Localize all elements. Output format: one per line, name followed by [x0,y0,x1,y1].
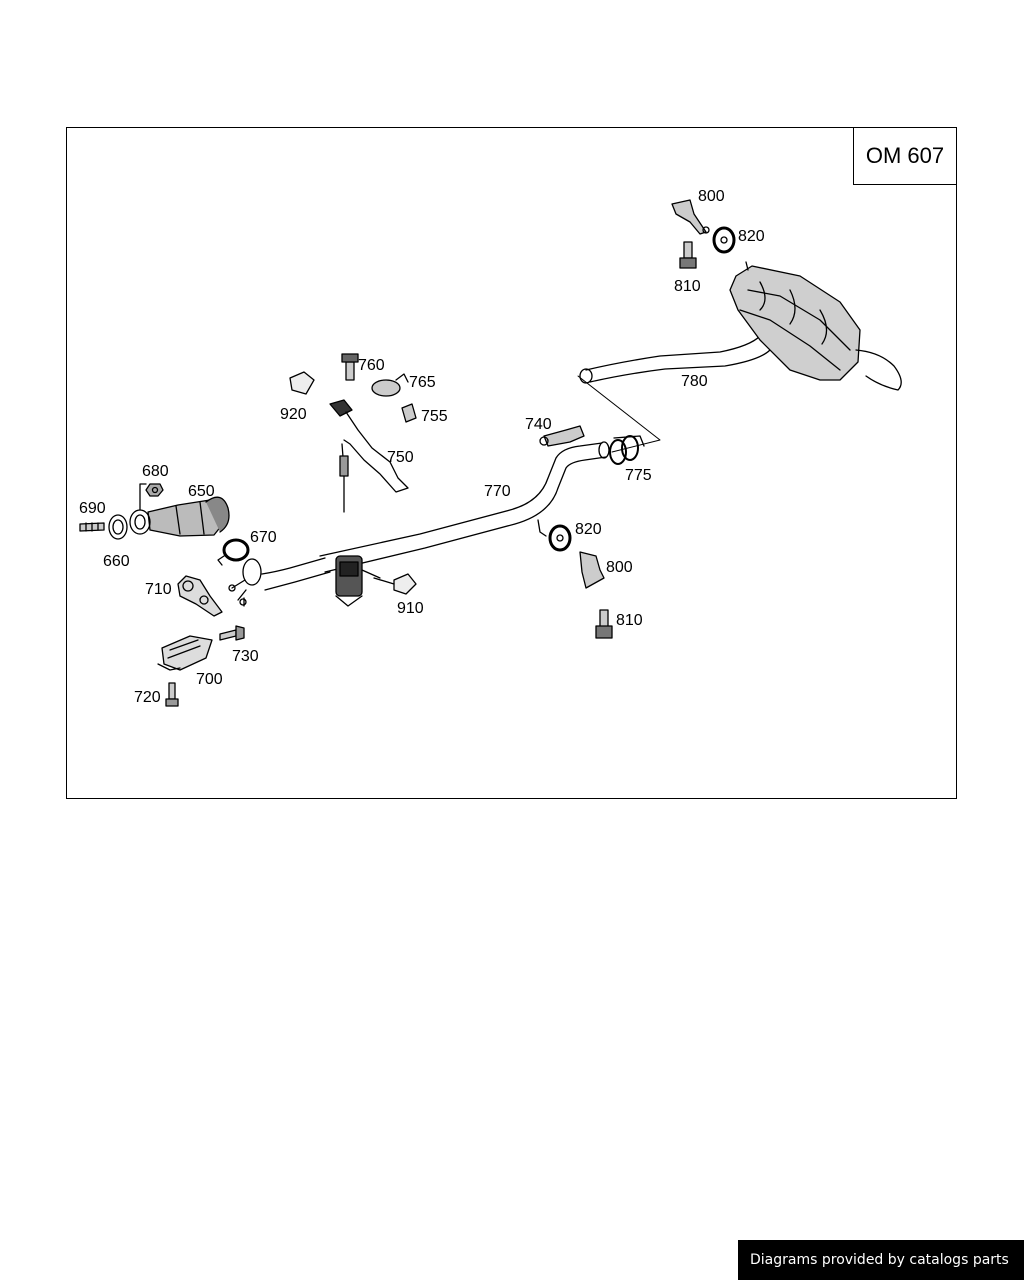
label-820-bottom: 820 [575,521,602,538]
label-710: 710 [145,581,172,598]
label-670: 670 [250,529,277,546]
gasket-660 [108,514,128,540]
hanger-740 [539,425,585,447]
attribution-footer: Diagrams provided by catalogs parts [738,1240,1024,1280]
label-760: 760 [358,357,385,374]
rubber-mount-820-top [712,226,736,254]
sensor-920 [289,371,353,417]
label-700: 700 [196,671,223,688]
sensor-housing [335,555,381,607]
bracket-710 [177,575,223,617]
label-800-bottom: 800 [606,559,633,576]
label-800-top: 800 [698,188,725,205]
clamp-775 [609,435,645,465]
label-750: 750 [387,449,414,466]
sensor-765 [371,373,409,397]
rubber-mount-820-bottom [537,519,572,552]
label-730: 730 [232,648,259,665]
front-pipe [261,557,326,575]
catalytic-converter-650 [129,496,230,537]
label-720: 720 [134,689,161,706]
label-920: 920 [280,406,307,423]
label-660: 660 [103,553,130,570]
engine-code-box: OM 607 [853,128,956,185]
label-810-top: 810 [674,278,701,295]
label-755: 755 [421,408,448,425]
diagram-frame: OM 607 [66,127,957,799]
intermediate-pipe-770 [319,442,603,557]
nut-680 [145,483,164,497]
label-765: 765 [409,374,436,391]
label-740: 740 [525,416,552,433]
hanger-800-top [671,199,707,235]
bolt-810-top [679,241,697,269]
bolt-760 [341,353,359,381]
label-770: 770 [484,483,511,500]
rear-pipe-780 [585,335,761,371]
label-680: 680 [142,463,169,480]
label-775: 775 [625,467,652,484]
bolt-810-bottom [595,609,613,639]
clamp-670 [222,538,250,562]
label-910: 910 [397,600,424,617]
label-780: 780 [681,373,708,390]
clip-755 [401,403,417,423]
label-650: 650 [188,483,215,500]
label-690: 690 [79,500,106,517]
bolt-730 [219,625,245,641]
label-810-bottom: 810 [616,612,643,629]
bracket-700 [157,635,213,671]
hanger-800-bottom [579,551,605,589]
label-820-top: 820 [738,228,765,245]
bolt-720 [165,682,179,707]
rear-muffler [729,261,902,391]
bracket-910 [393,573,417,595]
sensor-cable-750 [343,411,409,493]
